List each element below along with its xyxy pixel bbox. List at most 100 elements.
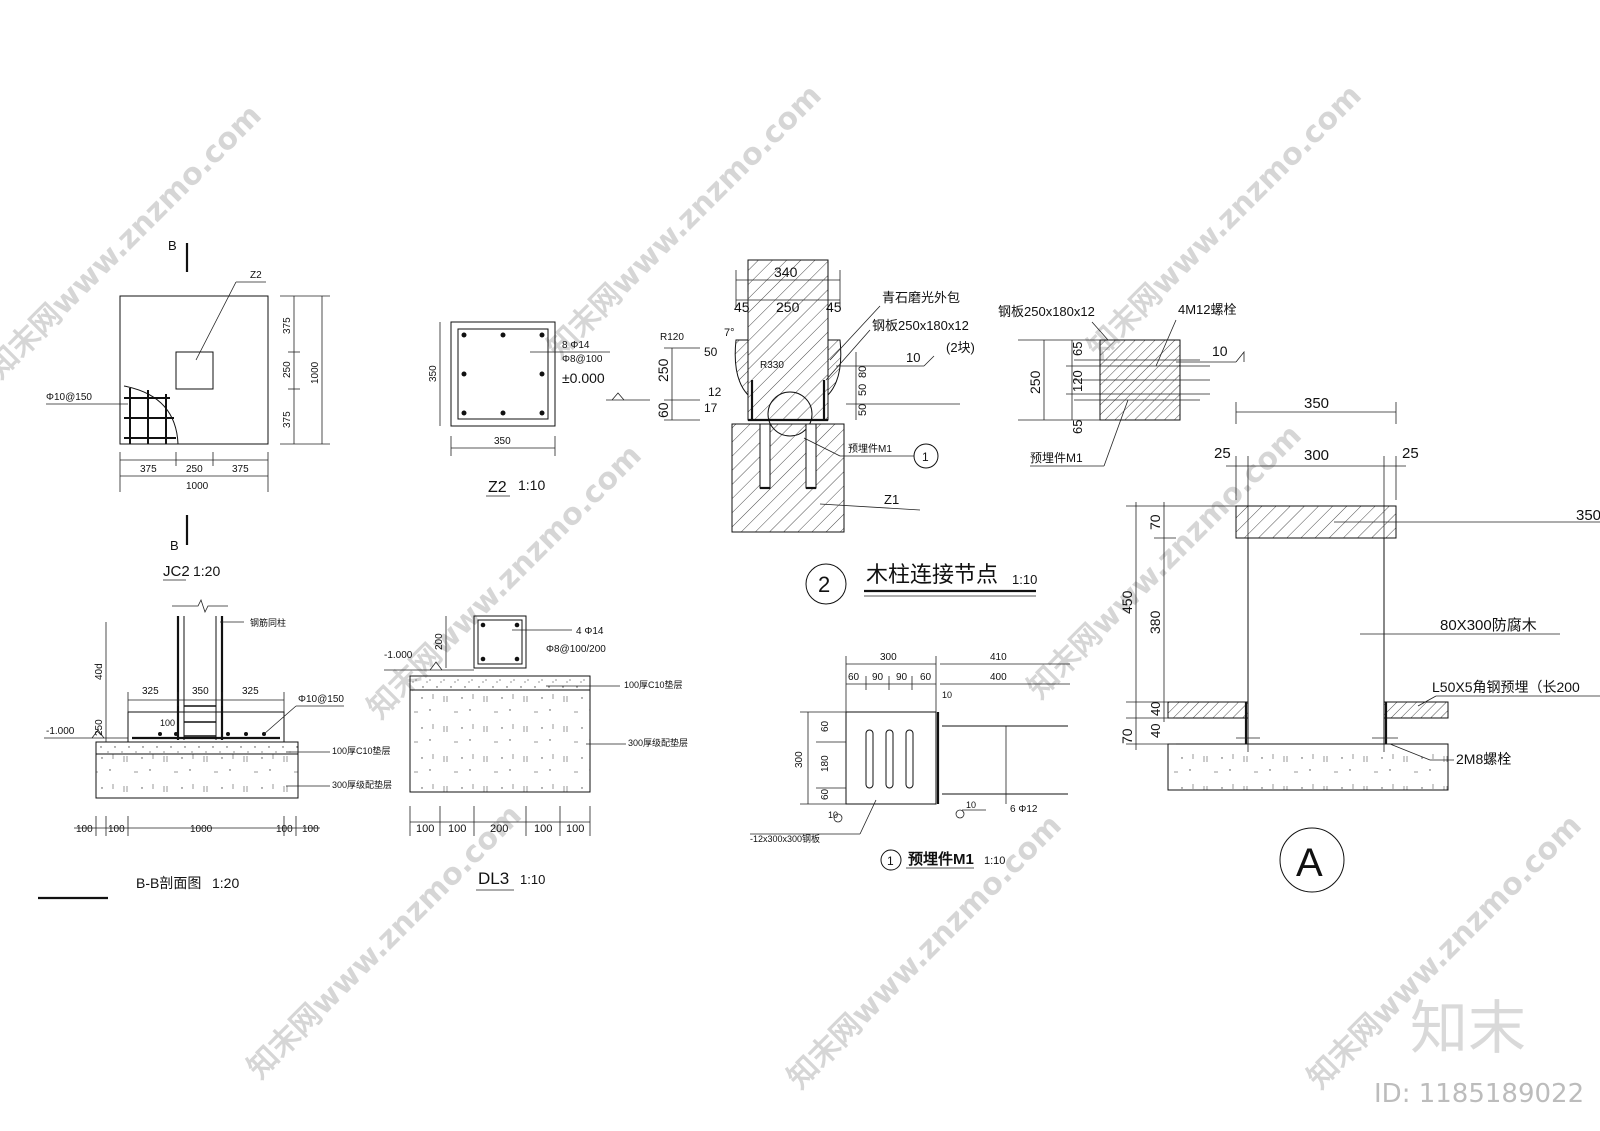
dim: 300 [880,652,897,663]
dim: 50 [704,345,718,359]
dim: 25 [1214,445,1231,462]
label-weld: 10 [1212,343,1228,359]
dim: 350 [1304,395,1329,412]
label-weld: 10 [906,350,920,365]
label-gravel: 300厚级配垫层 [332,779,392,790]
drawing-title: B-B剖面图 [136,875,201,891]
dim: 70 [1119,728,1135,744]
label-c10: 100厚C10垫层 [332,745,391,756]
dim: 380 [1147,610,1163,634]
dim: 50 [857,384,869,396]
brand-id: ID: 1185189022 [1374,1079,1584,1109]
dim: 250 [282,361,293,378]
dim: 180 [820,755,831,772]
drawing-scale: 1:20 [212,875,239,891]
ref-circle: 1 [887,854,894,868]
dim: 50 [857,404,869,416]
dim: 340 [774,264,798,280]
label-bars: 4 Φ14 [576,626,604,637]
label-bars: 8 Φ14 [562,340,590,351]
label-rebar: Φ10@150 [298,694,344,705]
watermark: 知末网www.znzmo.com [1081,78,1369,366]
dim: 100 [160,718,175,728]
drawing-scale: 1:10 [520,872,545,887]
dim: R120 [660,332,684,343]
dim: 65 [1070,342,1085,356]
dim: 200 [434,633,445,650]
dim: 400 [990,672,1007,683]
label-bolt: 2M8螺栓 [1456,751,1511,767]
dim: 60 [820,788,831,800]
dim: R330 [760,360,784,371]
dim: 90 [896,672,908,683]
section-mark: B [170,538,179,553]
dim: 40 [1148,702,1163,716]
drawing-scale: 1:10 [518,477,545,493]
dl3-section: 4 Φ14 Φ8@100/200 200 -1.000 100厚C10垫层 30… [384,615,688,891]
watermark-layer: 知末网www.znzmo.com 知末网www.znzmo.com 知末网www… [0,78,1589,1096]
dim: 45 [826,299,842,315]
dim: 350 [428,365,439,382]
label-bolt: 4M12螺栓 [1178,302,1237,317]
label-bars: 6 Φ12 [1010,804,1038,815]
label-bar: 钢筋同柱 [250,617,286,628]
dim: 375 [282,411,293,428]
dim: 100 [76,824,93,835]
dim: 10 [966,800,976,810]
drawing-title: 木柱连接节点 [866,562,998,587]
section-mark: B [168,238,177,253]
dim: 300 [794,751,805,768]
node2-detail: 340 45 250 45 青石磨光外包 钢板250x180x12 (2块) 1… [655,259,1037,605]
dim: 450 [1119,590,1135,614]
dim: 100 [534,823,552,835]
label-c10: 100厚C10垫层 [624,679,683,690]
drawing-scale: 1:10 [1012,572,1037,587]
dim: 40d [94,663,105,680]
drawing-scale: 1:20 [193,563,220,579]
drawing-title: 预埋件M1 [908,850,974,868]
watermark: 知末网www.znzmo.com [241,798,529,1086]
label-embed: 预埋件M1 [848,443,892,455]
label-plate: -12x300x300钢板 [750,833,820,844]
drawing-title: Z2 [488,479,507,496]
dim: 7° [724,327,735,339]
dim: 45 [734,299,750,315]
label-wood: 80X300防腐木 [1440,616,1537,634]
label-stirrup: Φ8@100 [562,354,603,365]
label-stirrup: Φ8@100/200 [546,644,606,655]
level-mark: -1.000 [384,650,413,661]
dim: 70 [1147,514,1163,530]
label-gravel: 300厚级配垫层 [628,737,688,748]
dim: 100 [448,823,466,835]
dim: 65 [1070,420,1085,434]
dim: 325 [242,686,259,697]
dim: 60 [820,720,831,732]
dim: 325 [142,686,159,697]
dim: 12 [708,385,722,399]
dim: 350 [192,686,209,697]
dim: 250 [94,719,105,736]
ref-circle: A [1296,841,1323,885]
dim: 250 [1027,370,1043,394]
drawing-title: JC2 [163,563,190,580]
label-z2: Z2 [250,270,262,281]
level-mark: ±0.000 [562,370,605,386]
dim: 40 [1148,724,1163,738]
dim: 300 [1304,447,1329,464]
drawing-title: DL3 [478,869,509,888]
dim: 100 [302,824,319,835]
dim: 1000 [186,481,209,492]
dim: 60 [920,672,932,683]
dim: 10 [942,690,952,700]
dim: 60 [848,672,860,683]
z2-section: 8 Φ14 Φ8@100 ±0.000 350 350 Z2 1:10 [428,321,650,497]
dim: 375 [232,464,249,475]
drawing-scale: 1:10 [984,855,1005,867]
m1-embed: 300 60 90 90 60 410 400 10 300 60 180 60… [750,652,1070,871]
dim: 25 [1402,445,1419,462]
jc2-plan: B Z2 Φ10@150 375 250 375 1000 375 250 37… [46,238,330,581]
dim: 250 [655,358,671,382]
label-plate: 钢板250x180x12 [998,304,1095,319]
dim: 100 [416,823,434,835]
